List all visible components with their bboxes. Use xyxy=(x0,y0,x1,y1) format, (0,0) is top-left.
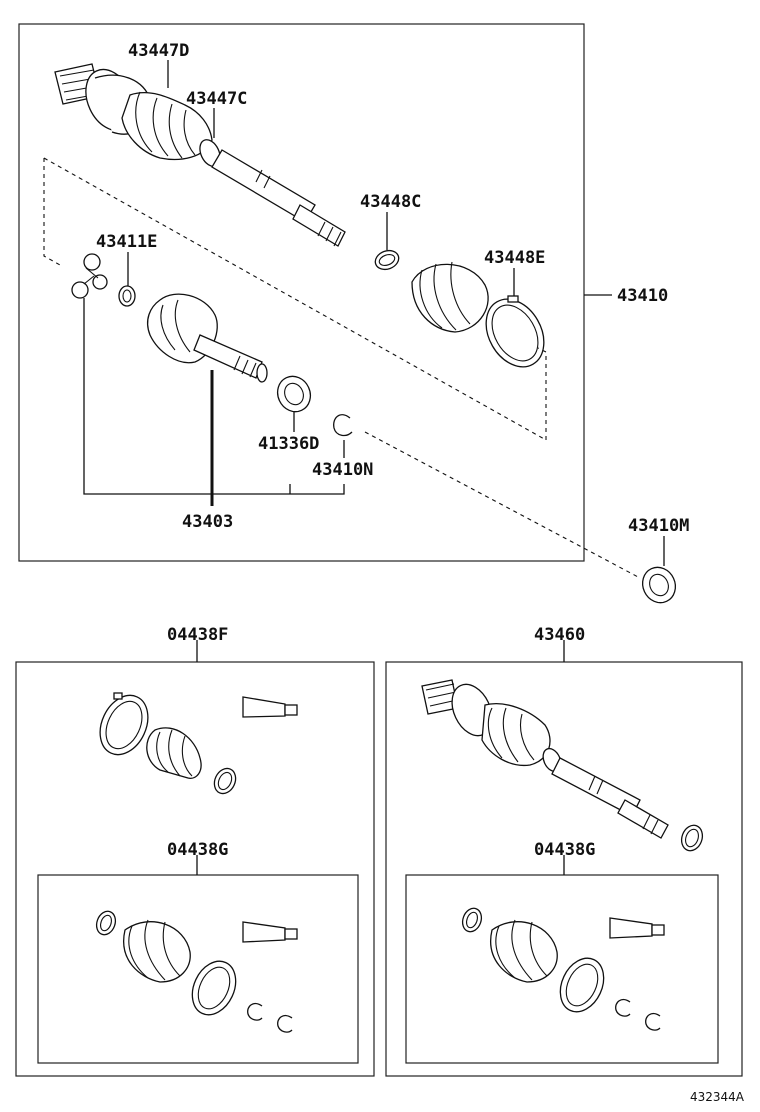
label-43460: 43460 xyxy=(534,625,585,645)
dashed-line-3 xyxy=(537,347,547,440)
clamp-43448C xyxy=(374,249,400,271)
figure-code: 432344A xyxy=(690,1090,745,1104)
inboard-boot-43448E xyxy=(411,261,545,368)
kit-04438F-parts xyxy=(99,692,298,795)
frame-04438G-right xyxy=(405,874,719,1064)
label-43448E: 43448E xyxy=(484,248,545,268)
kit-04438G-right-parts xyxy=(461,907,665,1031)
leader-43403-bracket xyxy=(83,298,345,495)
label-04438G-left: 04438G xyxy=(167,840,228,860)
label-43410M: 43410M xyxy=(628,516,689,536)
drive-shaft-43460 xyxy=(421,679,704,852)
label-41336D: 41336D xyxy=(258,434,319,454)
label-43447D: 43447D xyxy=(128,41,189,61)
dashed-line-4 xyxy=(364,431,641,579)
tripod-joint xyxy=(71,253,136,307)
label-43448C: 43448C xyxy=(360,192,421,212)
label-04438F: 04438F xyxy=(167,625,228,645)
frame-43410 xyxy=(18,23,585,562)
snap-ring-43410N xyxy=(333,414,353,437)
label-43410N: 43410N xyxy=(312,460,373,480)
inboard-joint-housing xyxy=(146,293,268,383)
frame-04438F xyxy=(15,661,375,1077)
frame-04438G-left xyxy=(37,874,359,1064)
label-43411E: 43411E xyxy=(96,232,157,252)
oil-seal-41336D xyxy=(276,375,312,413)
label-43447C: 43447C xyxy=(186,89,247,109)
outboard-joint-shaft xyxy=(54,63,346,247)
dashed-line-1 xyxy=(43,158,61,266)
label-43410: 43410 xyxy=(617,286,668,306)
kit-04438G-left-parts xyxy=(95,910,298,1033)
label-43403: 43403 xyxy=(182,512,233,532)
label-04438G-right: 04438G xyxy=(534,840,595,860)
oil-seal-43410M xyxy=(641,566,677,604)
